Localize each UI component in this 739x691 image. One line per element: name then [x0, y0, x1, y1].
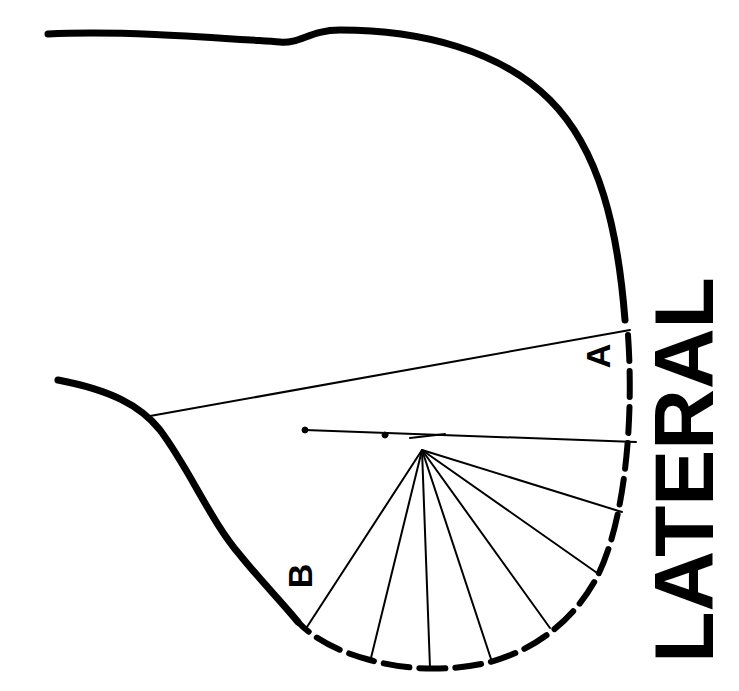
- reference-dot: [382, 432, 388, 438]
- reference-line: [305, 430, 636, 442]
- point-label: B: [283, 562, 317, 591]
- outline-solid: [58, 380, 298, 622]
- outline-solid: [48, 30, 625, 320]
- direction-label: LATERAL: [642, 275, 726, 665]
- point-label: A: [581, 342, 615, 371]
- radial-lines: [305, 434, 622, 668]
- reference-line: [150, 330, 630, 416]
- outline-dashed: [298, 335, 630, 669]
- reference-dot: [302, 427, 308, 433]
